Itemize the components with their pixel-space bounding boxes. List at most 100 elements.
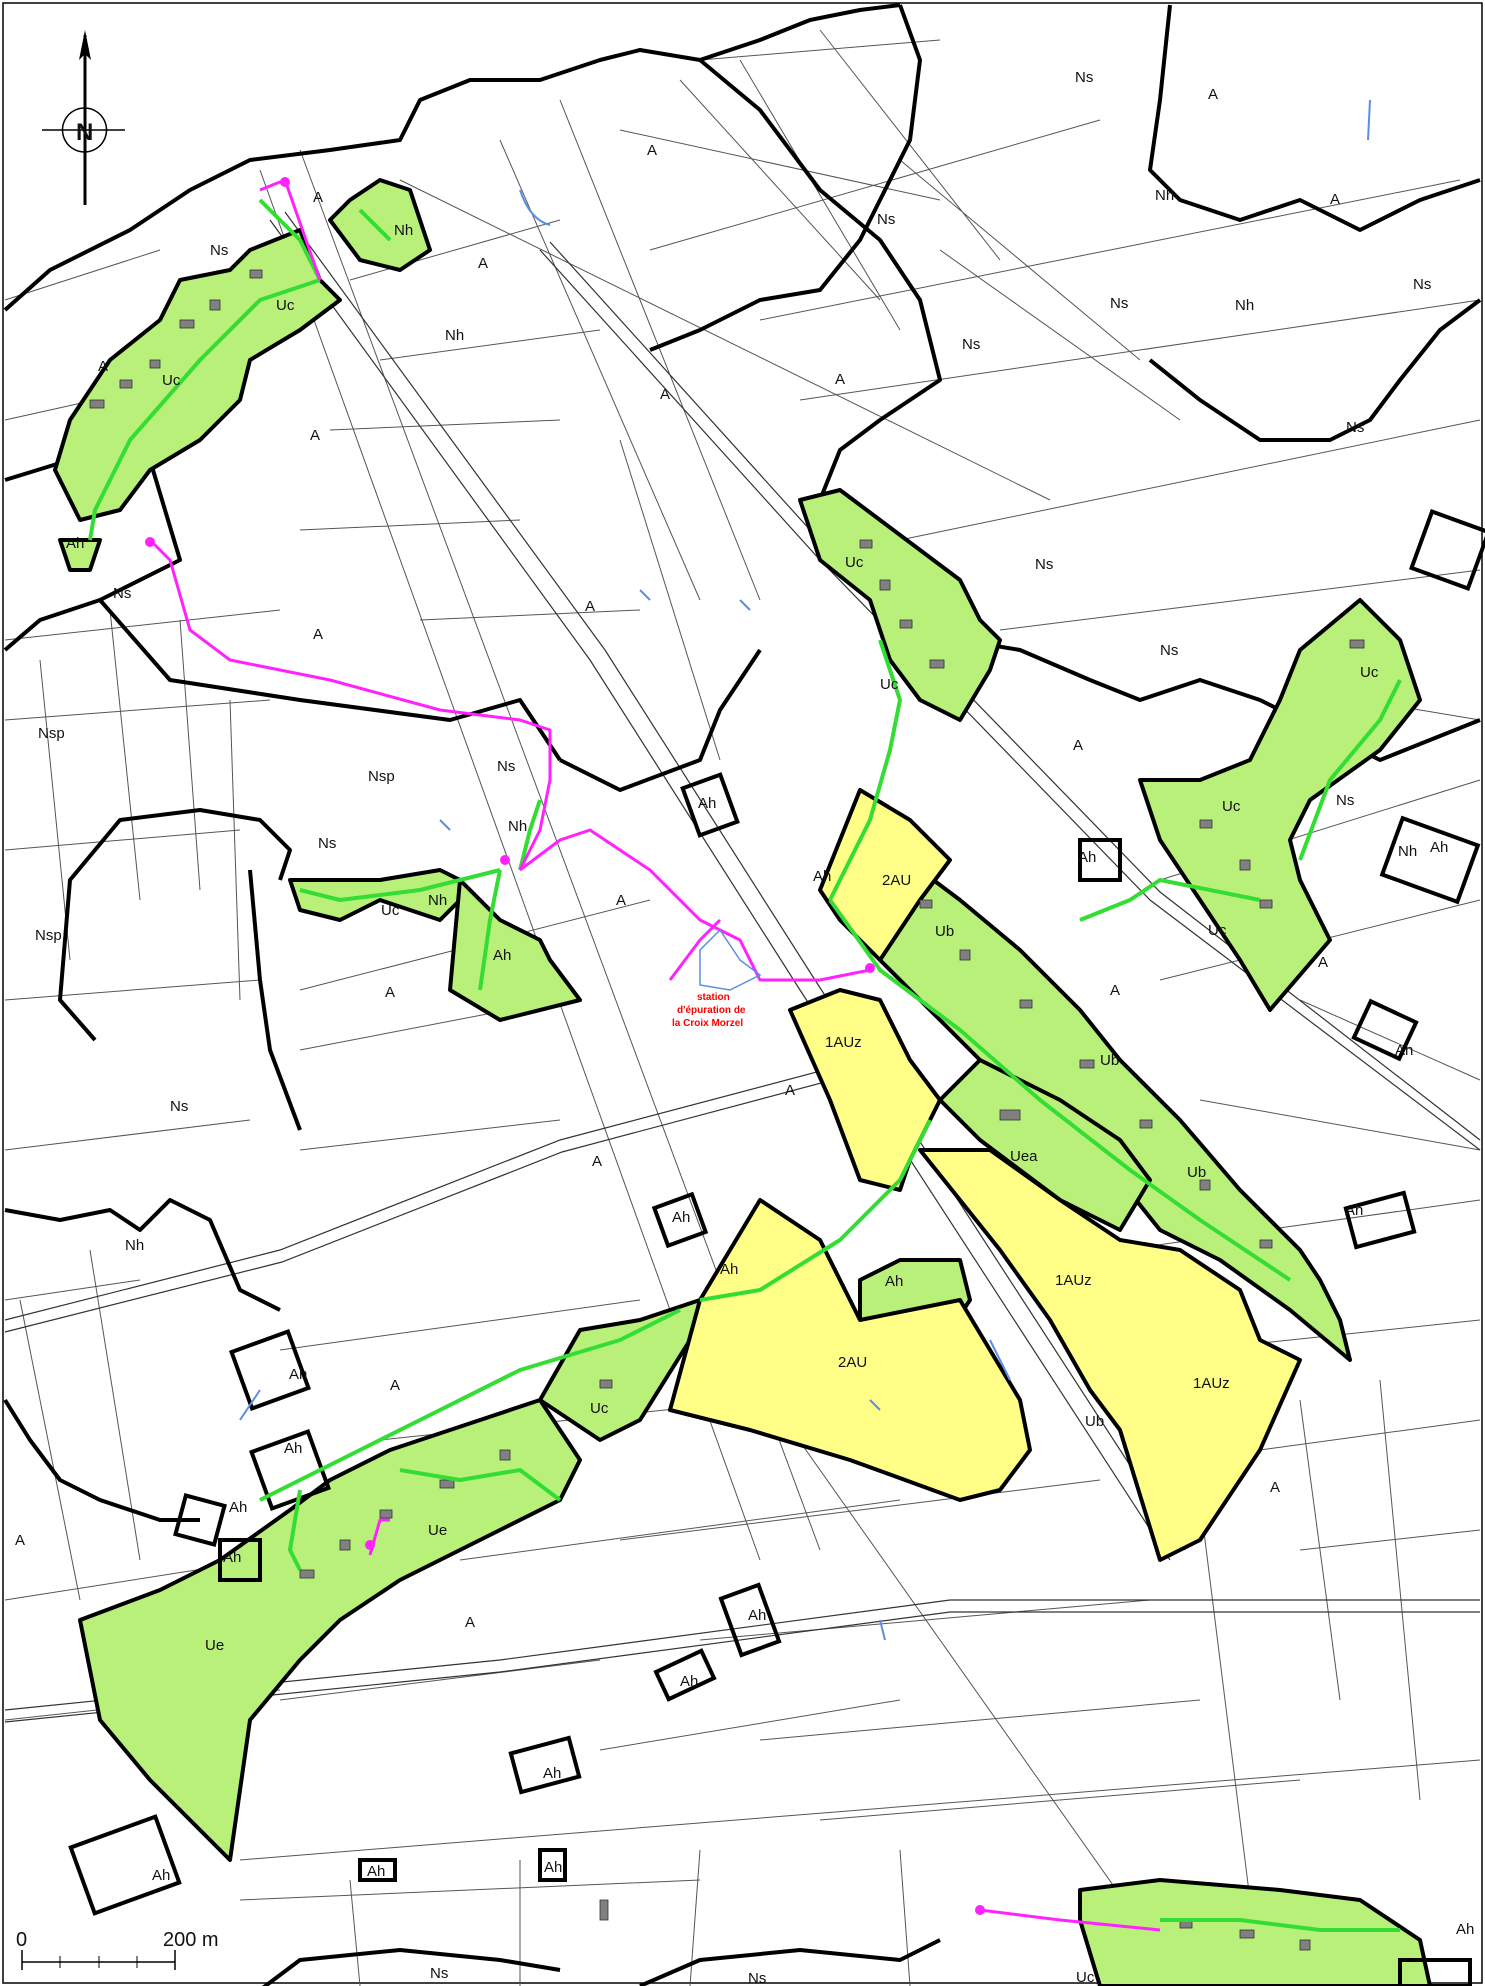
zone-label: 2AU: [838, 1354, 867, 1371]
zone-label: A: [647, 142, 657, 159]
zone-label: Nsp: [38, 725, 65, 742]
zone-label: Uc: [880, 676, 899, 693]
zone-label: Ah: [720, 1261, 738, 1278]
zone-label: A: [1270, 1479, 1280, 1496]
zone-label: Uc: [845, 554, 864, 571]
zone-label: Ns: [877, 211, 895, 228]
zone-label: Ns: [113, 585, 131, 602]
zone-label: Ns: [210, 242, 228, 259]
zone-label: Ah: [1078, 849, 1096, 866]
zone-label: Uc: [162, 372, 181, 389]
zone-label: A: [1110, 982, 1120, 999]
zone-label: A: [310, 427, 320, 444]
station-label-line-2: d'épuration de: [677, 1005, 746, 1016]
zone-label: Ah: [493, 947, 511, 964]
zone-ue-south: [78, 1398, 582, 1862]
zone-label: A: [465, 1614, 475, 1631]
water-bodies: [239, 99, 1371, 1641]
zone-label: Ns: [1035, 556, 1053, 573]
zone-uc-northwest: [53, 228, 342, 522]
zone-label: A: [1330, 191, 1340, 208]
zone-label: Nh: [394, 222, 413, 239]
zone-label: Ns: [1346, 419, 1364, 436]
zone-label: Nh: [508, 818, 527, 835]
station-label-line-1: station: [697, 992, 730, 1003]
zone-label: Nh: [125, 1237, 144, 1254]
future-urban-zones: [668, 788, 1302, 1562]
zone-label: Ns: [1075, 69, 1093, 86]
zone-label: A: [660, 386, 670, 403]
zone-label: Uc: [1360, 664, 1379, 681]
zone-label: Ue: [428, 1522, 447, 1539]
zone-label: A: [313, 626, 323, 643]
zone-label: Uc: [381, 902, 400, 919]
zone-label: Ns: [497, 758, 515, 775]
zone-label: Ah: [223, 1549, 241, 1566]
zone-label: A: [785, 1082, 795, 1099]
zone-nh-north: [328, 178, 432, 272]
scale-start-label: 0: [16, 1929, 27, 1951]
zone-label: Nh: [1155, 187, 1174, 204]
zone-label: A: [390, 1377, 400, 1394]
zone-boundaries: [3, 3, 1482, 1986]
scale-end-label: 200 m: [163, 1929, 219, 1951]
station-label-line-3: la Croix Morzel: [672, 1018, 743, 1029]
zone-label: Uea: [1010, 1148, 1038, 1165]
zone-label: Nsp: [35, 927, 62, 944]
zone-label: Nh: [428, 892, 447, 909]
zone-label: Ub: [1187, 1164, 1206, 1181]
zone-label: Ah: [1345, 1202, 1363, 1219]
zone-label: A: [1318, 954, 1328, 971]
zone-uc-southcentral: [538, 1298, 702, 1442]
zone-label: Ah: [284, 1440, 302, 1457]
zone-label: Ns: [318, 835, 336, 852]
zone-label: Ns: [430, 1965, 448, 1982]
zone-label: Ah: [229, 1499, 247, 1516]
zone-label: Ah: [1395, 1042, 1413, 1059]
zone-label: Ns: [962, 336, 980, 353]
zone-label: Ah: [66, 535, 84, 552]
zone-label: 1AUz: [1055, 1272, 1092, 1289]
zone-label: Ah: [152, 1867, 170, 1884]
sewer-network-existing: [88, 198, 1402, 1932]
zone-label: Ah: [672, 1209, 690, 1226]
zone-label: Uc: [590, 1400, 609, 1417]
zone-label: A: [478, 255, 488, 272]
zone-label: A: [616, 892, 626, 909]
zone-label: Ns: [748, 1970, 766, 1986]
treatment-station-label: station d'épuration de la Croix Morzel: [672, 992, 746, 1029]
scale-bar: 0 200 m: [16, 1929, 219, 1970]
zone-label: Ns: [170, 1098, 188, 1115]
zone-1auz-west: [788, 988, 942, 1192]
zone-label: A: [592, 1153, 602, 1170]
zone-label: Ue: [205, 1637, 224, 1654]
treatment-station-outline: [699, 928, 762, 991]
urban-zones: [53, 178, 1432, 1986]
zone-label: Ah: [367, 1863, 385, 1880]
zone-label: Nh: [1398, 843, 1417, 860]
zone-label: Ub: [1100, 1052, 1119, 1069]
north-label: N: [76, 119, 93, 146]
zone-label: Ub: [935, 923, 954, 940]
zone-label: Nh: [445, 327, 464, 344]
zone-label: Ns: [1160, 642, 1178, 659]
zone-label: 1AUz: [825, 1034, 862, 1051]
zone-label: Uc: [276, 297, 295, 314]
zone-label: Ah: [1456, 1921, 1474, 1938]
zone-label: Ns: [1110, 295, 1128, 312]
zone-uc-east: [1138, 598, 1422, 1012]
zone-label: Nh: [1235, 297, 1254, 314]
zone-label: A: [1208, 86, 1218, 103]
zone-label: Ah: [543, 1765, 561, 1782]
zone-labels: A A A A A A A A A A A A A A A A A A A A …: [15, 69, 1474, 1986]
zone-label: Uc: [1208, 922, 1227, 939]
zone-label: Ah: [544, 1859, 562, 1876]
zone-label: A: [98, 358, 108, 375]
zone-label: A: [585, 598, 595, 615]
zone-label: Ns: [1336, 792, 1354, 809]
zone-label: 2AU: [882, 872, 911, 889]
zone-uc-southeast: [1078, 1878, 1432, 1986]
